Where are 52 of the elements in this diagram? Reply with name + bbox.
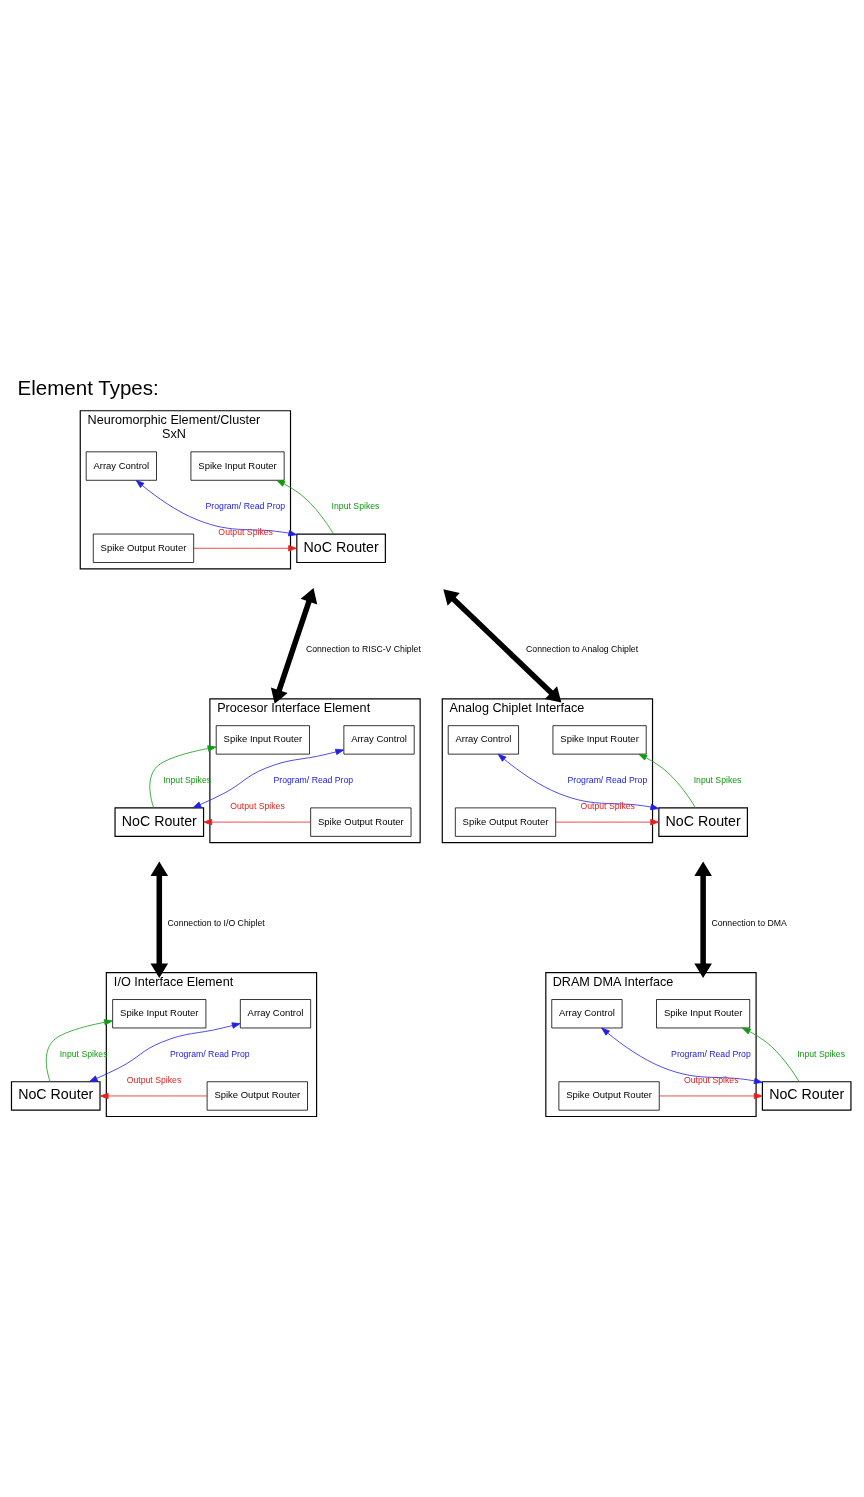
- node-box: NoC Router: [761, 1080, 852, 1111]
- edge-label: Input Spikes: [797, 1048, 845, 1059]
- edge-label: Connection to RISC-V Chiplet: [305, 643, 421, 654]
- node-box: NoC Router: [114, 806, 205, 837]
- arrow: [276, 479, 334, 534]
- arrow: [555, 818, 659, 825]
- node-box: Spike Input Router: [112, 998, 207, 1028]
- node-box: Spike Input Router: [552, 724, 647, 755]
- node-box: NoC Router: [10, 1080, 101, 1111]
- edge-label: Output Spikes: [126, 1074, 182, 1085]
- node-box: NoC Router: [658, 806, 748, 837]
- edge-label: Program/ Read Prop: [205, 500, 286, 511]
- node-box: Array Control: [239, 998, 312, 1028]
- edge-label: Output Spikes: [580, 800, 635, 811]
- arrow: [45, 1018, 113, 1082]
- edge-label: Connection to Analog Chiplet: [526, 643, 639, 654]
- edge-label: Input Spikes: [693, 774, 742, 785]
- node-box: Spike Output Router: [454, 807, 557, 837]
- arrow: [192, 748, 345, 808]
- arrow: [497, 753, 660, 810]
- node-box: Spike Output Router: [310, 807, 412, 837]
- node-box: Spike Input Router: [190, 450, 285, 481]
- edge-label: Program/ Read Prop: [671, 1048, 751, 1059]
- node-box: Array Control: [447, 724, 519, 755]
- edge-label: Program/ Read Prop: [567, 774, 648, 785]
- diagram-title: Element Types:: [17, 375, 159, 399]
- arrow: [741, 1027, 800, 1082]
- node-box: Spike Output Router: [92, 533, 195, 563]
- edge-label: Input Spikes: [331, 500, 380, 511]
- edge-label: Program/ Read Prop: [273, 774, 354, 785]
- node-box: NoC Router: [296, 532, 386, 563]
- arrow: [638, 753, 696, 808]
- arrow: [149, 744, 217, 808]
- edge-label: Output Spikes: [218, 526, 273, 537]
- edge-label: Connection to I/O Chiplet: [167, 917, 265, 928]
- arrow: [88, 1021, 241, 1082]
- arrow: [135, 479, 298, 536]
- node-box: Spike Output Router: [206, 1080, 308, 1111]
- arrow: [99, 1092, 208, 1099]
- node-box: Array Control: [85, 450, 157, 481]
- node-box: Spike Input Router: [215, 724, 310, 755]
- edge-label: Program/ Read Prop: [169, 1048, 250, 1059]
- edge-label: Connection to DMA: [711, 917, 787, 928]
- arrow: [659, 1092, 763, 1099]
- node-box: Array Control: [551, 998, 623, 1028]
- arrow: [601, 1027, 763, 1084]
- arrow: [193, 544, 297, 551]
- node-box: Spike Output Router: [558, 1080, 660, 1111]
- node-box: Array Control: [343, 724, 415, 755]
- edge-label: Output Spikes: [230, 800, 285, 811]
- node-box: Spike Input Router: [656, 998, 751, 1028]
- arrow: [203, 818, 311, 825]
